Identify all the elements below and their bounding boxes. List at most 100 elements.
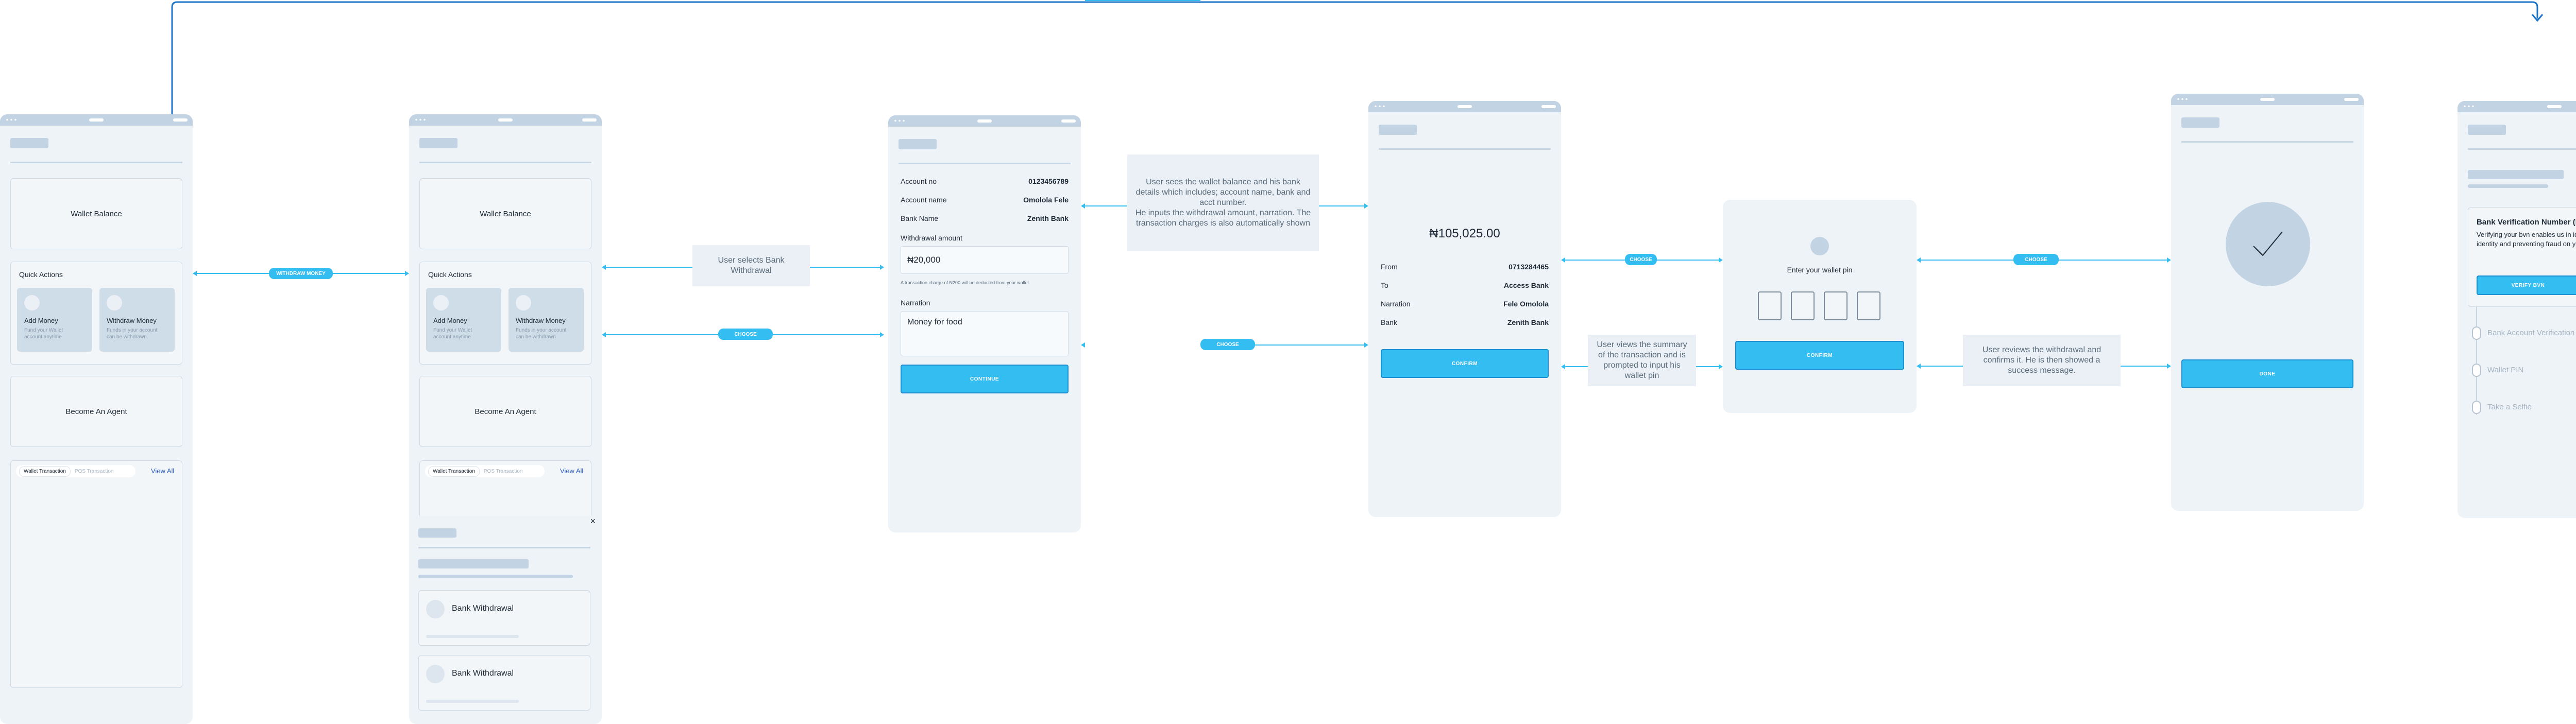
status-bar bbox=[888, 115, 1081, 127]
from-label: From bbox=[1381, 263, 1398, 271]
bank-withdrawal-option-2[interactable]: Bank Withdrawal bbox=[418, 655, 590, 711]
tab-pos-transaction[interactable]: POS Transaction bbox=[483, 468, 523, 474]
withdraw-money-desc: Funds in your account can be withdrawn bbox=[516, 327, 567, 340]
become-agent-label: Become An Agent bbox=[474, 407, 536, 416]
quick-actions-title: Quick Actions bbox=[19, 270, 63, 279]
account-no-label: Account no bbox=[901, 177, 937, 185]
header-placeholder bbox=[899, 139, 937, 149]
verify-bvn-button[interactable]: VERIFY BVN bbox=[2477, 275, 2576, 295]
screen-bvn: Bank Verification Number (BVN) Verifying… bbox=[2458, 101, 2576, 518]
confirm-button[interactable]: CONFIRM bbox=[1381, 349, 1549, 378]
header-placeholder bbox=[2468, 125, 2506, 135]
pin-avatar bbox=[1810, 237, 1829, 255]
bvn-title: Bank Verification Number (BVN) bbox=[2477, 218, 2576, 227]
step-take-a-selfie[interactable]: Take a Selfie bbox=[2487, 403, 2532, 411]
continue-button[interactable]: CONTINUE bbox=[901, 365, 1069, 393]
status-bar bbox=[0, 114, 193, 126]
pin-digit-3[interactable] bbox=[1824, 291, 1848, 320]
add-money-desc: Fund your Wallet account anytime bbox=[24, 327, 63, 340]
step-wallet-pin[interactable]: Wallet PIN bbox=[2487, 366, 2524, 374]
withdraw-money-title: Withdraw Money bbox=[516, 317, 566, 324]
arrow-head-right bbox=[880, 265, 884, 270]
withdraw-money-pill: WITHDRAW MONEY bbox=[269, 268, 333, 279]
tab-pos-transaction[interactable]: POS Transaction bbox=[74, 468, 114, 474]
note-wallet-details-text: User sees the wallet balance and his ban… bbox=[1135, 178, 1311, 228]
choose-pill: CHOOSE bbox=[1200, 339, 1255, 350]
withdrawal-amount-label: Withdrawal amount bbox=[901, 234, 962, 242]
screen-withdrawal-form: Account no 0123456789 Account name Omolo… bbox=[888, 115, 1081, 532]
status-bar bbox=[1368, 101, 1561, 112]
option-desc-placeholder bbox=[426, 700, 519, 703]
transaction-tabs: Wallet Transaction POS Transaction bbox=[16, 465, 135, 477]
withdraw-money-tile[interactable]: Withdraw Money Funds in your account can… bbox=[99, 288, 175, 352]
connector-line bbox=[773, 334, 880, 335]
screen-home: Wallet Balance Quick Actions Add Money F… bbox=[0, 114, 193, 724]
bank-withdrawal-option-1[interactable]: Bank Withdrawal bbox=[418, 590, 590, 646]
header-divider bbox=[10, 162, 182, 163]
connector-line bbox=[1565, 366, 1588, 367]
arrow-head-right bbox=[880, 332, 884, 337]
pin-digit-1[interactable] bbox=[1758, 291, 1782, 320]
add-money-icon bbox=[433, 295, 449, 311]
account-name-value: Omolola Fele bbox=[1023, 196, 1069, 204]
bank-icon bbox=[426, 600, 445, 618]
connector-line bbox=[606, 334, 718, 335]
pin-digit-2[interactable] bbox=[1791, 291, 1815, 320]
add-money-tile[interactable]: Add Money Fund your Wallet account anyti… bbox=[426, 288, 501, 352]
to-value: Access Bank bbox=[1503, 281, 1549, 289]
quick-actions-card: Quick Actions Add Money Fund your Wallet… bbox=[419, 262, 591, 365]
tab-wallet-transaction[interactable]: Wallet Transaction bbox=[428, 466, 480, 477]
wallet-balance-card[interactable]: Wallet Balance bbox=[10, 178, 182, 249]
to-label: To bbox=[1381, 281, 1388, 289]
option-desc-placeholder bbox=[426, 635, 519, 638]
header-divider bbox=[419, 162, 591, 163]
quick-actions-title: Quick Actions bbox=[428, 270, 472, 279]
header-divider bbox=[2181, 141, 2353, 143]
connector-line bbox=[2059, 260, 2167, 261]
header-placeholder bbox=[10, 138, 48, 148]
subheading-placeholder bbox=[2468, 184, 2548, 188]
withdraw-money-icon bbox=[107, 295, 122, 311]
bank-name-value: Zenith Bank bbox=[1027, 214, 1069, 222]
connector-line bbox=[1565, 260, 1625, 261]
tab-wallet-transaction[interactable]: Wallet Transaction bbox=[19, 466, 71, 477]
bank-icon bbox=[426, 665, 445, 683]
bank-value: Zenith Bank bbox=[1507, 318, 1549, 326]
pin-title: Enter your wallet pin bbox=[1787, 266, 1853, 274]
view-all-link[interactable]: View All bbox=[151, 467, 175, 475]
sheet-title-placeholder bbox=[418, 528, 456, 538]
connector-line bbox=[1255, 344, 1364, 346]
become-agent-card[interactable]: Become An Agent bbox=[419, 376, 591, 447]
arrow-head-right bbox=[2167, 257, 2171, 263]
step-bank-account-verification[interactable]: Bank Account Verification bbox=[2487, 329, 2575, 337]
success-circle bbox=[2226, 202, 2310, 286]
view-all-link[interactable]: View All bbox=[560, 467, 584, 475]
become-agent-card[interactable]: Become An Agent bbox=[10, 376, 182, 447]
narration-label: Narration bbox=[1381, 300, 1411, 308]
sheet-heading-placeholder bbox=[418, 559, 529, 568]
narration-input[interactable]: Money for food bbox=[901, 311, 1069, 356]
header-divider bbox=[1379, 148, 1551, 150]
account-name-label: Account name bbox=[901, 196, 947, 204]
arrow-head-left bbox=[1561, 364, 1565, 369]
transactions-card: Wallet Transaction POS Transaction View … bbox=[10, 460, 182, 688]
add-money-tile[interactable]: Add Money Fund your Wallet account anyti… bbox=[17, 288, 92, 352]
wallet-balance-card[interactable]: Wallet Balance bbox=[419, 178, 591, 249]
bvn-card: Bank Verification Number (BVN) Verifying… bbox=[2468, 207, 2576, 307]
connector-line bbox=[1319, 205, 1364, 206]
status-bar bbox=[2171, 94, 2364, 105]
close-icon[interactable]: × bbox=[590, 516, 596, 526]
arrow-head-left bbox=[1917, 257, 1921, 263]
arrow-head-right bbox=[1719, 364, 1723, 369]
withdrawal-amount-input[interactable]: ₦20,000 bbox=[901, 246, 1069, 274]
arrow-head-right bbox=[1364, 203, 1368, 209]
done-button[interactable]: DONE bbox=[2181, 359, 2353, 388]
bank-label: Bank bbox=[1381, 318, 1397, 326]
note-summary: User views the summary of the transactio… bbox=[1588, 335, 1696, 386]
pin-digit-4[interactable] bbox=[1857, 291, 1880, 320]
withdraw-money-tile[interactable]: Withdraw Money Funds in your account can… bbox=[509, 288, 584, 352]
bank-withdrawal-label: Bank Withdrawal bbox=[452, 604, 514, 613]
arrow-head-left bbox=[602, 332, 606, 337]
arrow-head-left bbox=[1081, 203, 1085, 209]
pin-confirm-button[interactable]: CONFIRM bbox=[1735, 341, 1904, 370]
